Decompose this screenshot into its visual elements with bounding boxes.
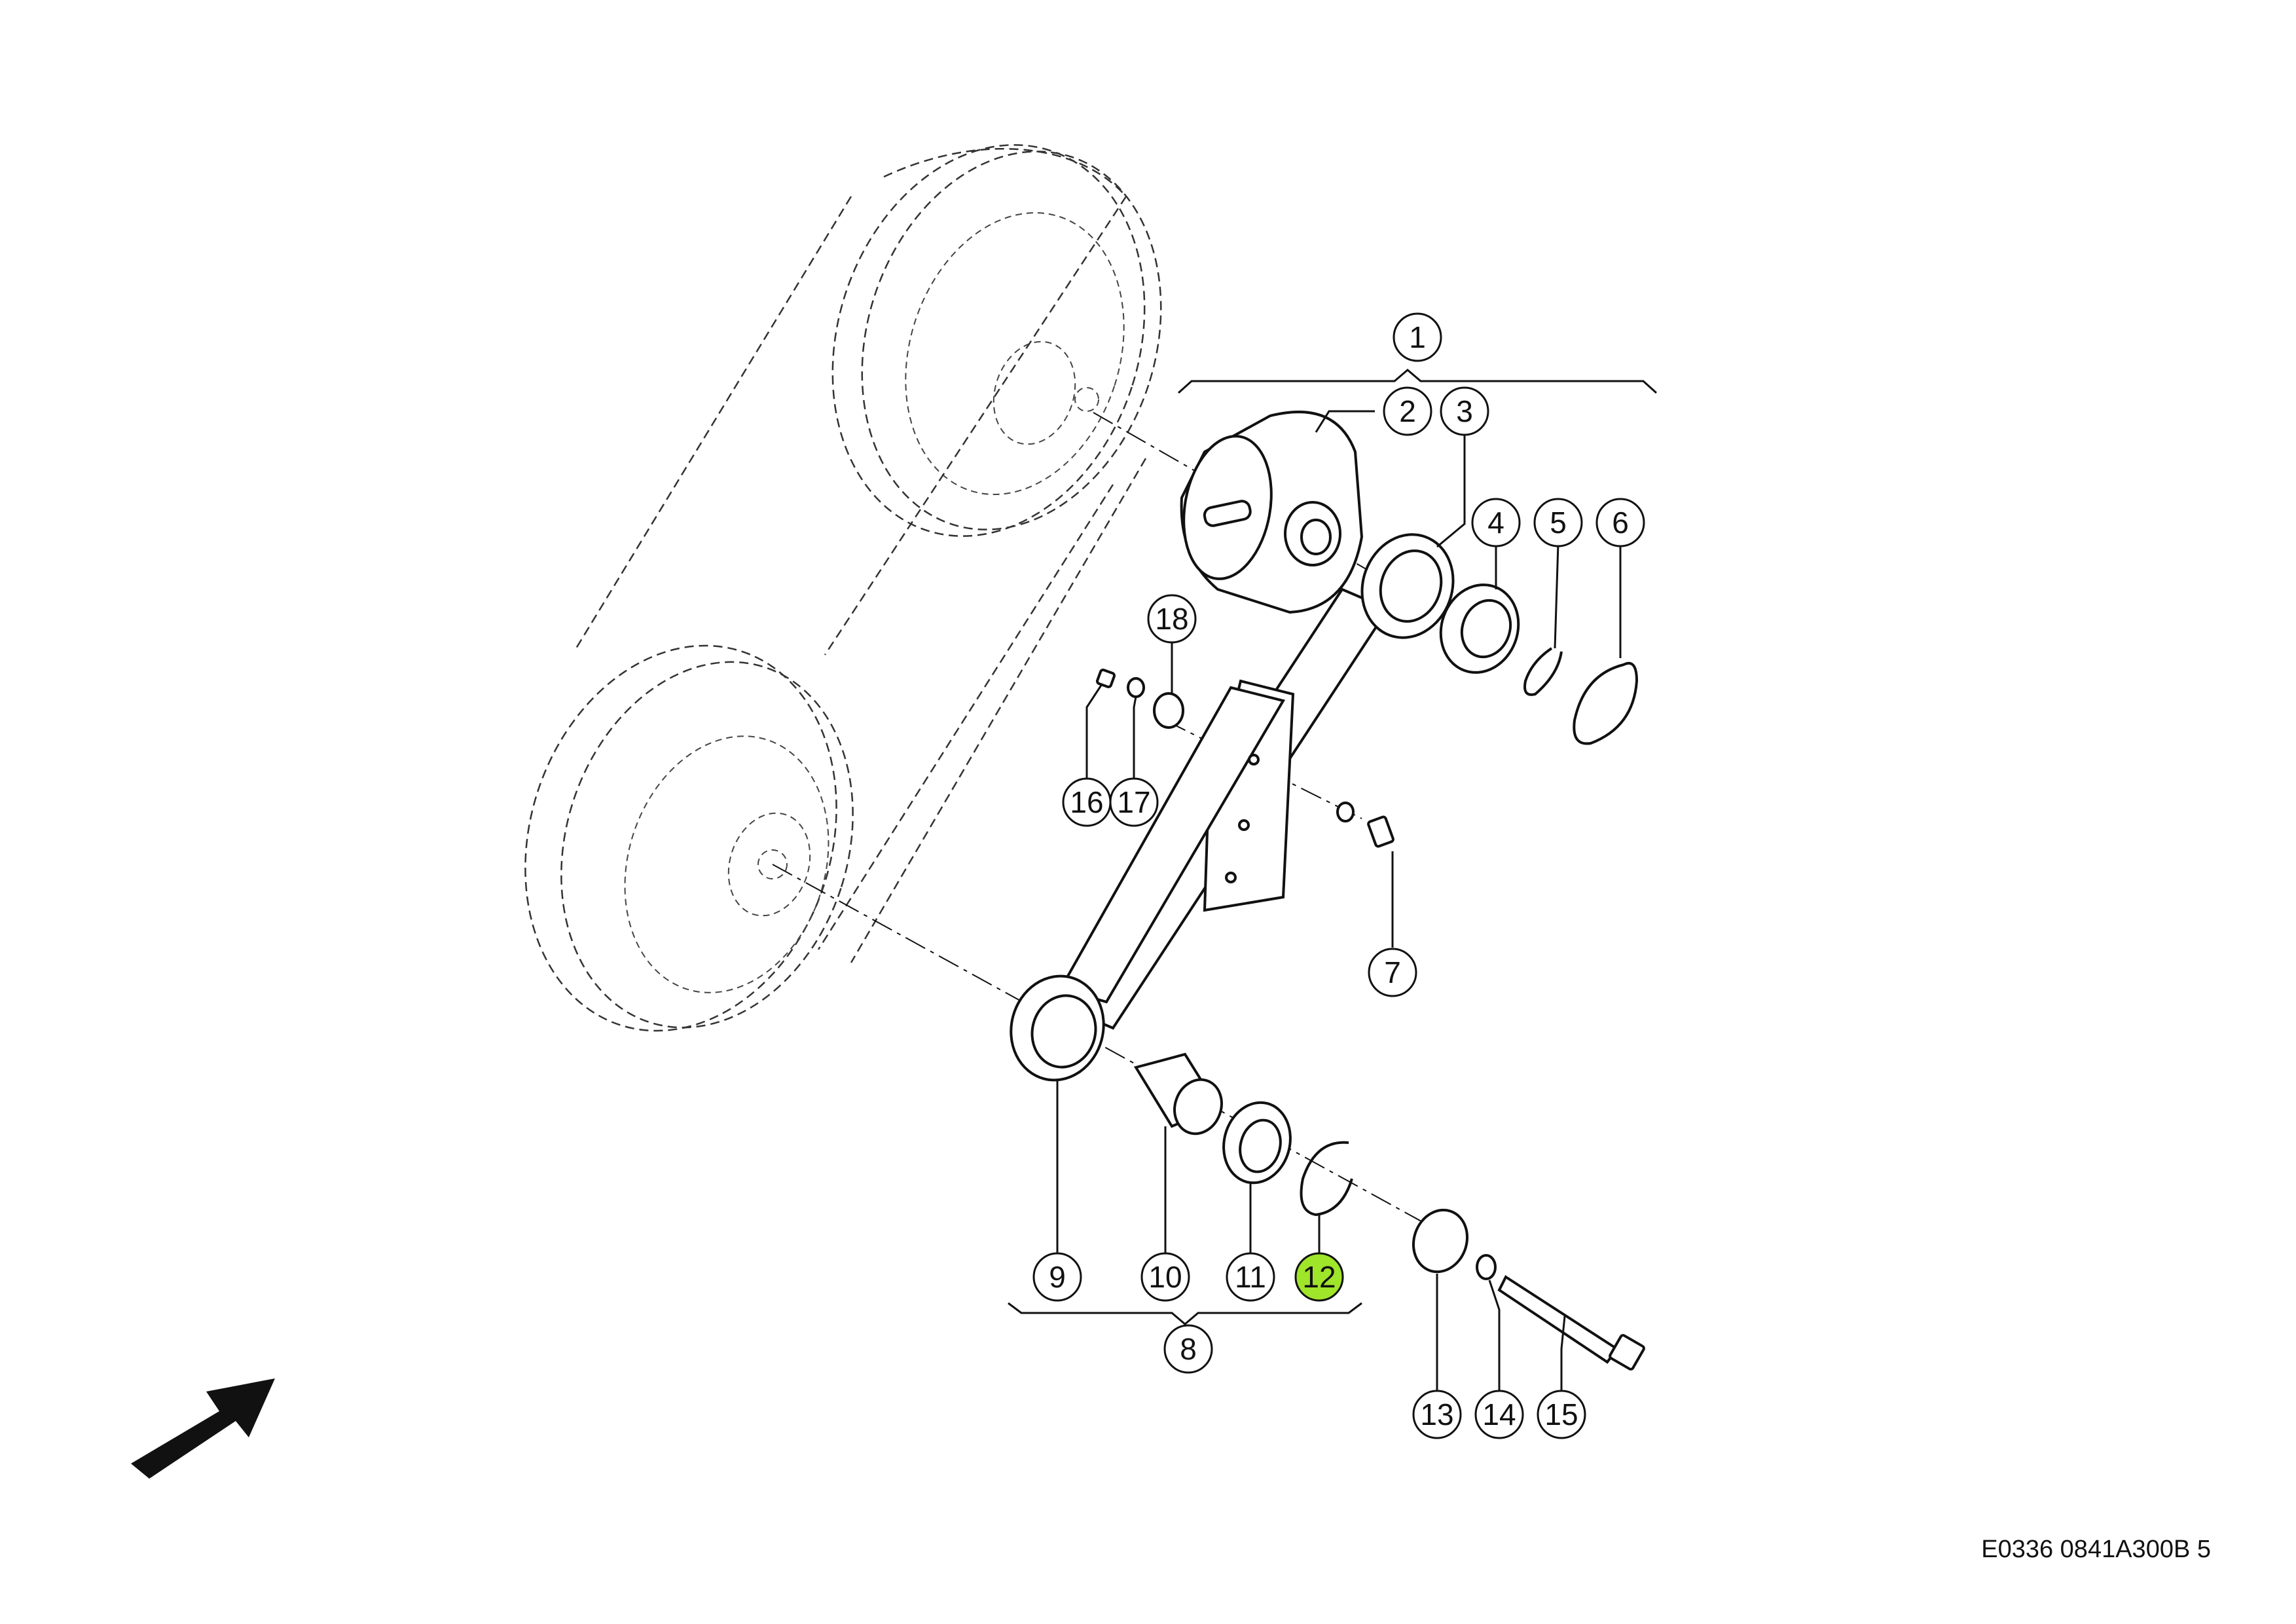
callout-10: 10 bbox=[1140, 1252, 1190, 1302]
callout-label: 13 bbox=[1420, 1397, 1453, 1431]
eccentric-hub-part-2 bbox=[1180, 411, 1364, 614]
arm-plate bbox=[1059, 679, 1295, 1004]
callout-label: 5 bbox=[1550, 506, 1567, 540]
callout-2: 2 bbox=[1383, 386, 1432, 436]
callout-18: 18 bbox=[1147, 594, 1197, 644]
bushing-part-10 bbox=[1133, 1052, 1223, 1135]
callout-label: 11 bbox=[1235, 1260, 1266, 1294]
callout-label: 9 bbox=[1049, 1260, 1066, 1294]
callout-9: 9 bbox=[1032, 1252, 1082, 1302]
callout-label: 6 bbox=[1612, 506, 1629, 540]
callout-label: 14 bbox=[1482, 1397, 1516, 1431]
bracket-group-8 bbox=[1008, 1302, 1362, 1325]
callout-1: 1 bbox=[1393, 312, 1442, 362]
retaining-ring-part-6 bbox=[1573, 661, 1639, 745]
fasteners-13-14-15 bbox=[1412, 1208, 1645, 1371]
callout-8: 8 bbox=[1163, 1324, 1213, 1374]
direction-arrow-icon bbox=[131, 1378, 275, 1479]
callout-label: 2 bbox=[1399, 394, 1416, 428]
callout-4: 4 bbox=[1471, 498, 1521, 547]
callout-label: 10 bbox=[1148, 1260, 1182, 1294]
small-fasteners-16-17-18 bbox=[1096, 669, 1184, 729]
callout-label: 18 bbox=[1155, 602, 1188, 636]
circlip-part-5 bbox=[1523, 647, 1563, 696]
bearing-part-4 bbox=[1439, 583, 1520, 674]
callout-5: 5 bbox=[1533, 498, 1583, 547]
callout-label: 12 bbox=[1302, 1260, 1336, 1294]
leader-lines bbox=[1056, 410, 1622, 1392]
callout-label: 7 bbox=[1384, 955, 1401, 989]
callout-15: 15 bbox=[1537, 1390, 1586, 1439]
bracket-group-1 bbox=[1177, 369, 1658, 394]
callout-7: 7 bbox=[1368, 948, 1417, 997]
callout-label: 3 bbox=[1456, 394, 1473, 428]
callout-label: 15 bbox=[1544, 1397, 1578, 1431]
callout-6: 6 bbox=[1595, 498, 1645, 547]
drawing-code: E0336 0841A300B 5 bbox=[1981, 1536, 2211, 1563]
callout-label: 16 bbox=[1070, 785, 1103, 819]
callout-12: 12 bbox=[1294, 1252, 1344, 1302]
callout-label: 4 bbox=[1487, 506, 1504, 540]
callout-17: 17 bbox=[1109, 777, 1159, 827]
screw-part-7 bbox=[1336, 802, 1394, 848]
callout-14: 14 bbox=[1474, 1390, 1524, 1439]
callout-13: 13 bbox=[1412, 1390, 1462, 1439]
bearing-part-11 bbox=[1222, 1101, 1292, 1185]
circlip-part-12 bbox=[1300, 1141, 1353, 1217]
callout-label: 1 bbox=[1409, 320, 1426, 354]
callout-11: 11 bbox=[1226, 1252, 1275, 1302]
lower-eye-part-9 bbox=[1010, 974, 1105, 1082]
phantom-belt-drive bbox=[524, 144, 1162, 1032]
callout-3: 3 bbox=[1440, 386, 1489, 436]
callout-label: 17 bbox=[1117, 785, 1150, 819]
callout-label: 8 bbox=[1180, 1332, 1197, 1366]
callout-16: 16 bbox=[1062, 777, 1112, 827]
